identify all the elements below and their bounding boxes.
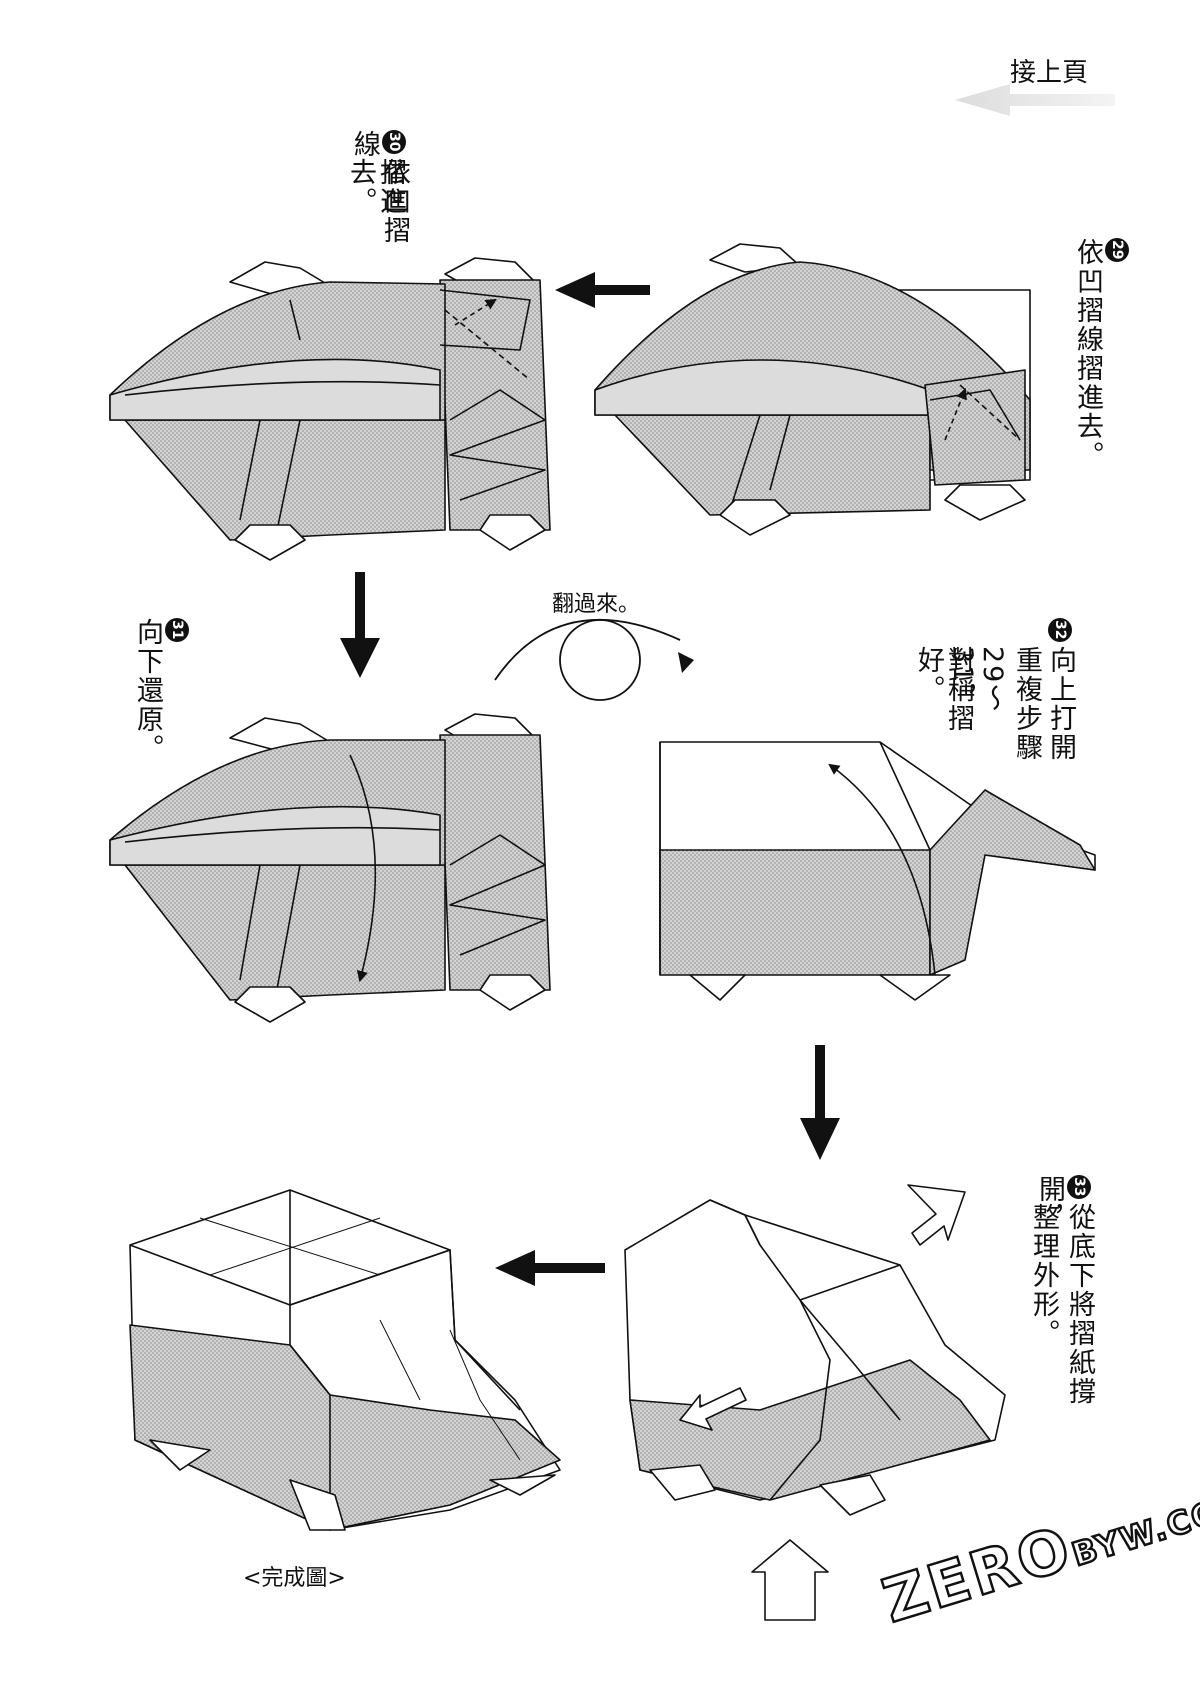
finished-label: <完成圖>: [243, 1566, 346, 1591]
step-30-line-1: 30依凹摺線: [349, 130, 410, 245]
step-29-number: 29: [1105, 238, 1129, 262]
continue-label: 接上頁: [1010, 58, 1089, 88]
sequence-arrow-icon: [340, 572, 380, 678]
step-31-line: 向下還原。: [132, 618, 163, 763]
step-32-number: 32: [1048, 618, 1072, 642]
step-32-line-3: 29～31，: [947, 646, 1008, 714]
flip-over-label: 翻過來。: [552, 592, 641, 617]
step-33-number: 33: [1067, 1175, 1091, 1199]
diagram-step-33: [624, 1184, 1006, 1621]
sequence-arrow-icon: [495, 1250, 605, 1286]
step-33-instruction: 33從底下將摺紙撐開， 整理外形。: [1024, 1175, 1095, 1435]
step-33-line-2: 整理外形。: [1028, 1203, 1059, 1348]
step-31-instruction: 31 向下還原。: [132, 618, 192, 763]
step-30-instruction: 30依凹摺線 摺進去。: [345, 130, 411, 260]
sequence-arrow-icon: [555, 272, 650, 308]
step-31-number: 31: [165, 618, 189, 642]
diagram-step-29: [594, 243, 1031, 536]
step-30-number: 30: [382, 130, 406, 154]
flip-over-icon: [494, 618, 694, 701]
step-29-instruction: 29 依凹摺線摺進去。: [1072, 238, 1132, 470]
diagram-step-32: [659, 741, 1096, 1001]
diagram-finished: [129, 1189, 561, 1531]
sequence-arrow-icon: [800, 1045, 840, 1160]
diagram-step-31: [109, 713, 551, 1023]
step-32-line-1: 32向上打開: [1045, 618, 1076, 762]
step-32-line-4: 對稱摺好。: [913, 646, 974, 733]
step-30-line-2: 摺進去。: [345, 158, 406, 216]
step-32-line-2: 重複步驟: [1011, 646, 1042, 762]
diagram-step-30: [109, 257, 551, 561]
step-32-instruction: 32向上打開 重複步驟 29～31， 對稱摺好。: [913, 618, 1076, 768]
step-33-line-1: 33從底下將摺紙撐開，: [1034, 1175, 1095, 1406]
step-29-line: 依凹摺線摺進去。: [1072, 238, 1103, 470]
continue-arrow-icon: [955, 84, 1115, 116]
